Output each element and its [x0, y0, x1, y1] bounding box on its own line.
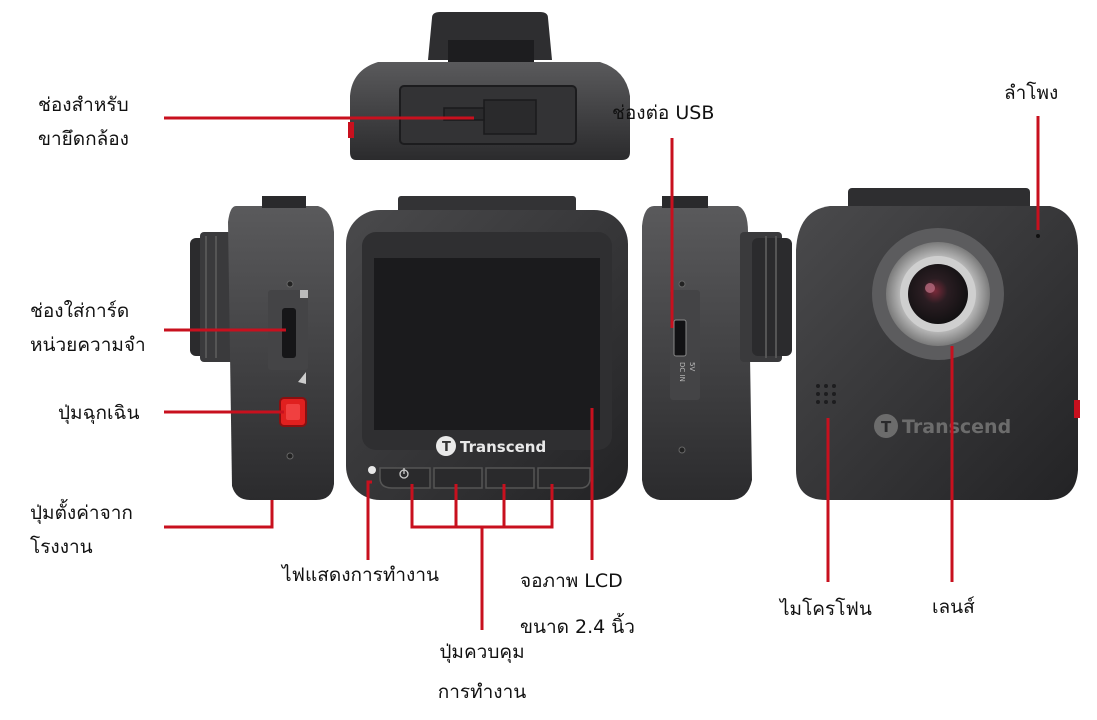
label-control-buttons: ปุ่มควบคุม การทำงาน — [437, 641, 527, 703]
port-marking-5v: 5V — [688, 362, 696, 371]
left-side-view — [190, 196, 352, 500]
lens — [908, 264, 968, 324]
label-card-slot: ช่องใส่การ์ด หน่วยความจำ — [30, 300, 146, 356]
leader-lines — [164, 116, 1040, 630]
label-usb-port: ช่องต่อ USB — [612, 102, 715, 124]
usb-port — [673, 319, 687, 357]
status-led — [368, 466, 376, 474]
microphone-grille — [816, 384, 836, 404]
leader-reset-button — [164, 500, 274, 529]
front-view: T Transcend — [796, 188, 1080, 500]
lcd-screen — [374, 258, 600, 430]
top-view — [348, 12, 630, 160]
label-reset-button: ปุ่มตั้งค่าจาก โรงงาน — [30, 502, 133, 558]
label-lens: เลนส์ — [932, 596, 975, 618]
port-marking-dcin: DC IN — [678, 362, 686, 382]
label-speaker: ลำโพง — [1004, 82, 1059, 104]
label-emergency-button: ปุ่มฉุกเฉิน — [58, 402, 140, 424]
speaker-hole — [1036, 234, 1040, 238]
svg-text:T: T — [442, 440, 451, 455]
label-lcd: จอภาพ LCD ขนาด 2.4 นิ้ว — [520, 570, 635, 638]
front-brand-logo: Transcend — [902, 416, 1011, 438]
right-side-view: 5V DC IN — [642, 196, 792, 500]
leader-status-led — [366, 480, 372, 560]
label-mount-slot: ช่องสำหรับ ขายึดกล้อง — [38, 94, 129, 150]
svg-text:T: T — [881, 418, 892, 436]
control-buttons — [379, 467, 591, 489]
label-microphone: ไมโครโฟน — [780, 598, 872, 620]
rear-brand-logo: Transcend — [460, 438, 546, 456]
rear-view: T Transcend — [346, 196, 628, 500]
card-slot — [282, 308, 296, 358]
label-status-led: ไฟแสดงการทำงาน — [282, 564, 439, 586]
